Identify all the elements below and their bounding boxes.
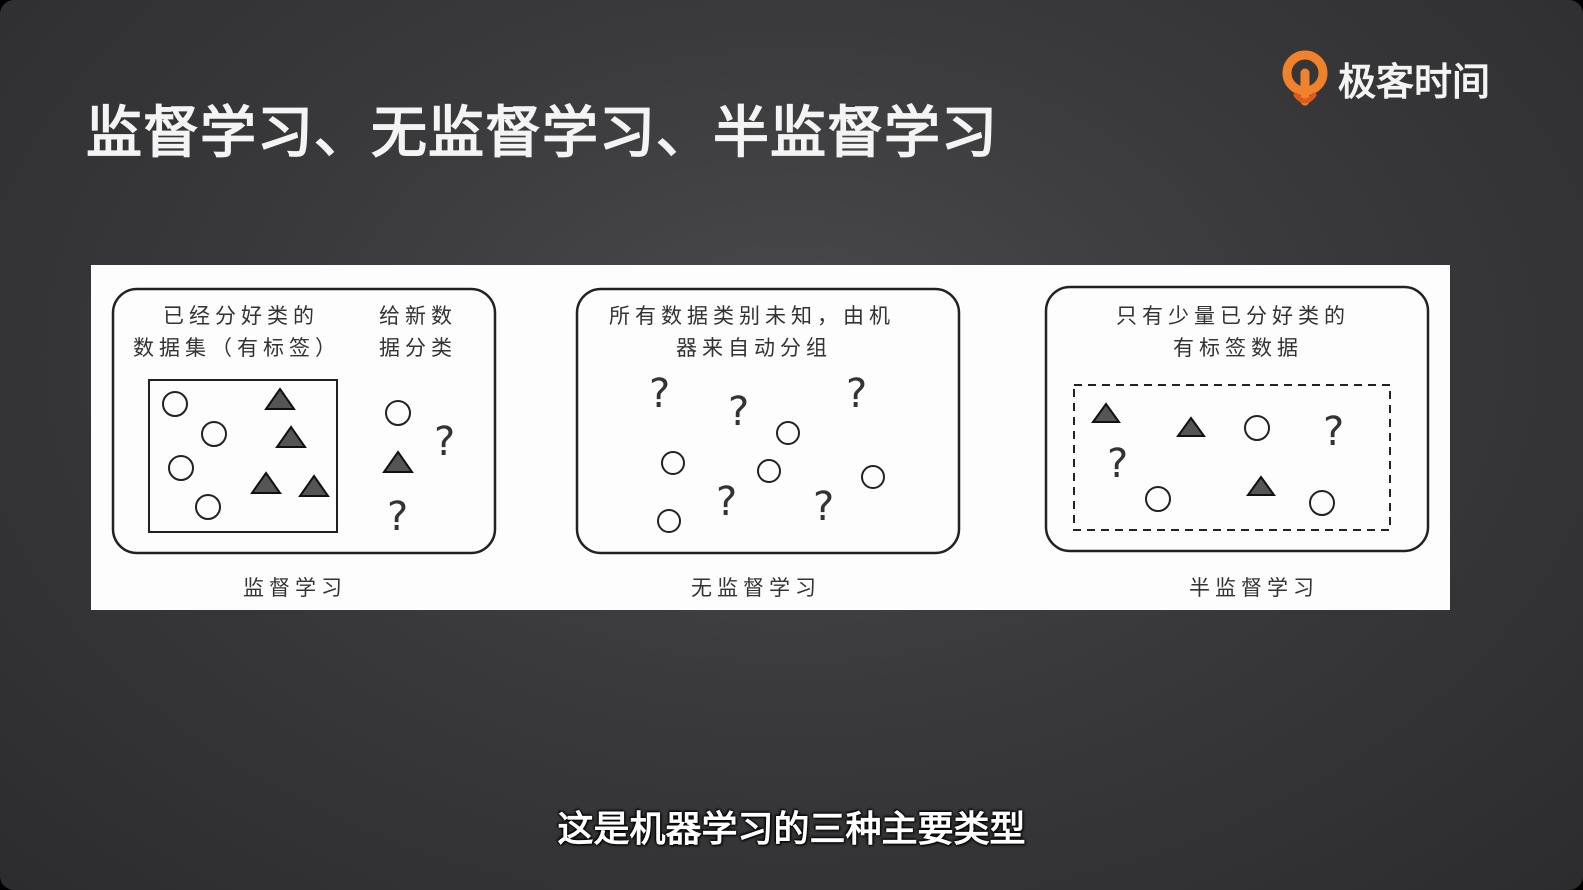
panel-unsupervised-caption: 无监督学习 bbox=[691, 576, 821, 600]
triangle-shape bbox=[382, 450, 414, 473]
circle-shape bbox=[776, 421, 800, 445]
geektime-logo-icon bbox=[1282, 50, 1328, 106]
panel-supervised-new-line-1: 给新数 bbox=[379, 304, 457, 328]
panel-semi-supervised: 只有少量已分好类的 有标签数据 ? ? 半监督学习 bbox=[1044, 285, 1430, 600]
unknown-mark: ? bbox=[813, 484, 834, 530]
circle-shape bbox=[162, 391, 188, 417]
unknown-mark: ? bbox=[716, 479, 737, 525]
panel-supervised-labeled-line-1: 已经分好类的 bbox=[163, 304, 319, 328]
geektime-logo: 极客时间 bbox=[1282, 48, 1490, 108]
unknown-mark: ? bbox=[1107, 441, 1128, 487]
circle-shape bbox=[1244, 415, 1270, 441]
logo-text: 极客时间 bbox=[1338, 59, 1491, 104]
dashed-region bbox=[1073, 384, 1391, 531]
learning-types-diagram: 已经分好类的 数据集（有标签） 给新数 据分类 ? ? 监督学习 bbox=[111, 285, 1430, 600]
circle-shape bbox=[385, 400, 411, 426]
learning-types-figure: 已经分好类的 数据集（有标签） 给新数 据分类 ? ? 监督学习 bbox=[91, 265, 1450, 610]
circle-shape bbox=[861, 465, 885, 489]
panel-unsupervised-frame bbox=[575, 287, 961, 555]
unknown-mark: ? bbox=[1323, 409, 1344, 455]
slide-title: 监督学习、无监督学习、半监督学习 bbox=[86, 101, 998, 166]
panel-semi-supervised-line-1: 只有少量已分好类的 bbox=[1116, 304, 1350, 328]
panel-semi-supervised-frame bbox=[1044, 285, 1430, 553]
panel-semi-supervised-caption: 半监督学习 bbox=[1189, 576, 1319, 600]
triangle-shape bbox=[1091, 402, 1121, 423]
triangle-shape bbox=[250, 471, 282, 494]
circle-shape bbox=[168, 455, 194, 481]
panel-unsupervised-line-2: 器来自动分组 bbox=[676, 336, 832, 360]
panel-supervised-frame bbox=[111, 287, 497, 555]
unknown-mark: ? bbox=[387, 494, 408, 540]
labeled-data-box bbox=[148, 379, 338, 533]
video-subtitle: 这是机器学习的三种主要类型 bbox=[557, 809, 1026, 850]
panel-semi-supervised-line-2: 有标签数据 bbox=[1173, 336, 1303, 360]
circle-shape bbox=[661, 451, 685, 475]
circle-shape bbox=[201, 421, 227, 447]
triangle-shape bbox=[1246, 475, 1276, 496]
panel-supervised-labeled-line-2: 数据集（有标签） bbox=[133, 336, 341, 360]
panel-supervised-new-line-2: 据分类 bbox=[379, 336, 457, 360]
triangle-shape bbox=[1176, 416, 1206, 437]
panel-unsupervised-line-1: 所有数据类别未知，由机 bbox=[609, 304, 895, 328]
circle-shape bbox=[1145, 486, 1171, 512]
triangle-shape bbox=[298, 474, 330, 497]
circle-shape bbox=[657, 509, 681, 533]
triangle-shape bbox=[275, 425, 307, 448]
unknown-mark: ? bbox=[434, 419, 455, 465]
triangle-shape bbox=[264, 387, 296, 410]
panel-supervised: 已经分好类的 数据集（有标签） 给新数 据分类 ? ? 监督学习 bbox=[111, 287, 497, 600]
panel-supervised-caption: 监督学习 bbox=[243, 576, 347, 600]
circle-shape bbox=[195, 494, 221, 520]
unknown-mark: ? bbox=[649, 371, 670, 417]
panel-unsupervised: 所有数据类别未知，由机 器来自动分组 ? ? ? ? ? 无监督学习 bbox=[575, 287, 961, 600]
unknown-mark: ? bbox=[846, 371, 867, 417]
circle-shape bbox=[757, 459, 781, 483]
unknown-mark: ? bbox=[728, 389, 749, 435]
circle-shape bbox=[1309, 490, 1335, 516]
